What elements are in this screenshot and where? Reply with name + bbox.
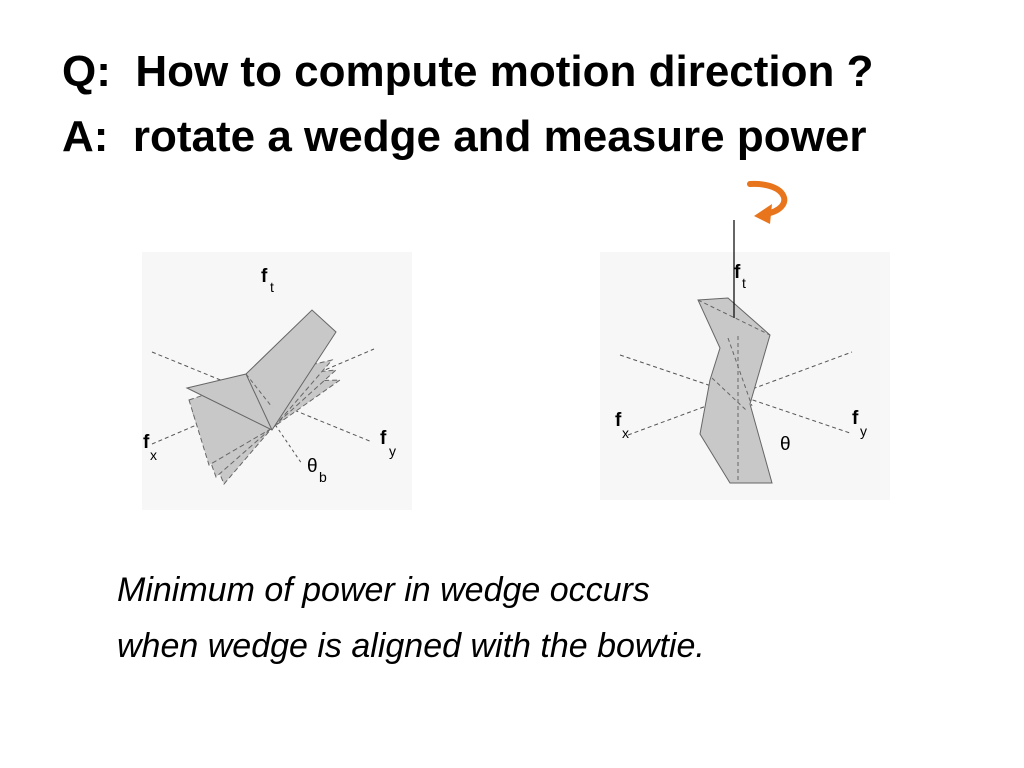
label-theta-right: θ: [780, 434, 791, 455]
label-fx-right-sub: x: [622, 425, 629, 441]
bowtie-wedge: [697, 297, 773, 484]
wedge-edge-left-2: [245, 373, 273, 408]
label-fx-left: f: [143, 432, 150, 453]
slide-answer: A: rotate a wedge and measure power: [62, 112, 867, 161]
axis-theta-left: [271, 419, 303, 465]
label-theta-left-sub: b: [319, 469, 327, 485]
bowtie-inner-3: [711, 377, 747, 411]
slide-question: Q: How to compute motion direction ?: [62, 47, 874, 96]
label-fy-right: f: [852, 408, 859, 429]
axis-fx-fy-left: [151, 351, 373, 443]
wedge-diagram-left: f t f x f y θ b: [142, 252, 412, 510]
label-fy-right-sub: y: [860, 423, 867, 439]
wedge-edge-left: [245, 373, 273, 431]
label-fy-left: f: [380, 428, 387, 449]
caption-line-2: when wedge is aligned with the bowtie.: [117, 627, 705, 665]
label-ft-right-sub: t: [742, 275, 746, 291]
caption-line-1: Minimum of power in wedge occurs: [117, 571, 650, 609]
label-fx-right: f: [615, 410, 622, 431]
wedge-plane-1: [185, 309, 337, 431]
label-theta-left: θ: [307, 456, 318, 477]
label-ft-left-sub: t: [270, 279, 274, 295]
label-ft-left: f: [261, 266, 268, 287]
curved-rotate-arrow-icon: [747, 180, 788, 224]
bowtie-inner-1: [727, 337, 753, 407]
label-fx-left-sub: x: [150, 447, 157, 463]
label-fy-left-sub: y: [389, 443, 396, 459]
label-ft-right: f: [734, 262, 741, 283]
wedge-diagram-right: f t f x f y θ: [600, 180, 890, 500]
bowtie-top-edge: [697, 299, 771, 336]
